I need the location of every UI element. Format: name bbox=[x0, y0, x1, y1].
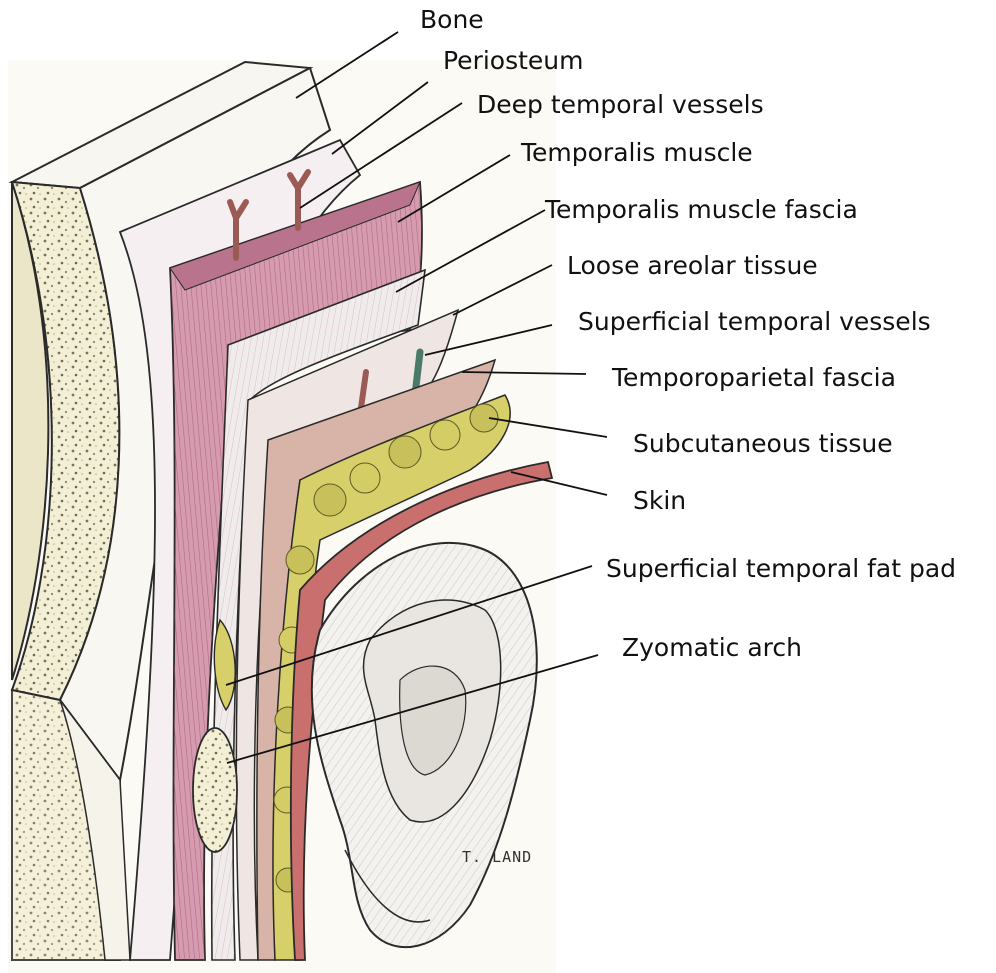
label-skin: Skin bbox=[633, 486, 686, 516]
label-periosteum: Periosteum bbox=[443, 46, 584, 76]
label-bone: Bone bbox=[420, 5, 484, 35]
label-subcutaneous-tissue: Subcutaneous tissue bbox=[633, 429, 893, 459]
label-temporoparietal-fascia: Temporoparietal fascia bbox=[612, 363, 896, 393]
label-temporalis-muscle: Temporalis muscle bbox=[521, 138, 753, 168]
zygomatic-arch bbox=[193, 728, 237, 852]
label-superficial-temporal-vessels: Superficial temporal vessels bbox=[578, 307, 931, 337]
label-deep-temporal-vessels: Deep temporal vessels bbox=[477, 90, 764, 120]
label-loose-areolar-tissue: Loose areolar tissue bbox=[567, 251, 818, 281]
label-zygomatic-arch: Zyomatic arch bbox=[622, 633, 802, 663]
label-temporalis-muscle-fascia: Temporalis muscle fascia bbox=[545, 195, 858, 225]
artist-signature: T. LAND bbox=[462, 848, 532, 866]
label-superficial-temporal-fat-pad: Superficial temporal fat pad bbox=[606, 554, 956, 584]
